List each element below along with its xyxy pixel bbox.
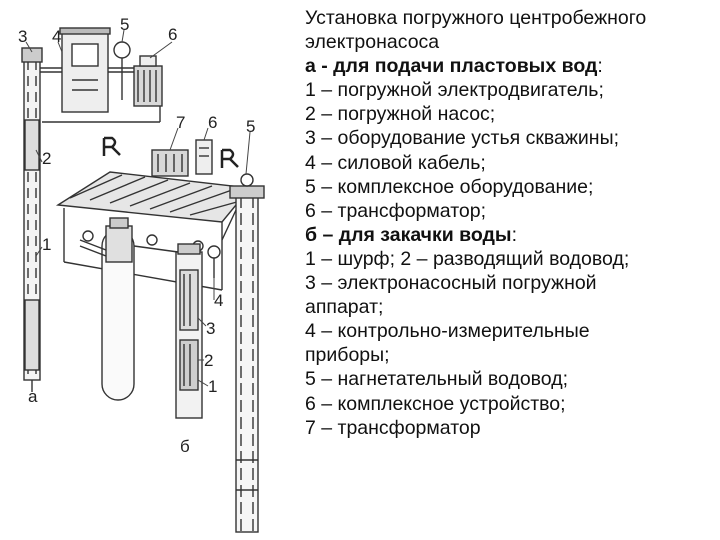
b-item: 5 – нагнетательный водовод; <box>305 368 569 391</box>
b-item: 4 – контрольно-измерительные <box>305 320 590 343</box>
section-a-colon: : <box>597 55 603 78</box>
label-a-letter: а <box>28 387 38 406</box>
injection-well <box>229 173 265 533</box>
label-b-4: 4 <box>214 291 223 310</box>
gauge-a <box>113 41 131 100</box>
section-b-colon: : <box>511 223 518 246</box>
pump-installation-diagram: 3 4 5 6 2 1 а 7 6 5 4 3 2 1 б <box>18 15 265 533</box>
label-a-2: 2 <box>42 149 51 168</box>
section-b-label: б – для закачки воды <box>305 223 512 246</box>
label-b-1: 1 <box>208 377 217 396</box>
instruments-b <box>207 245 221 278</box>
b-item: 1 – шурф; 2 – разводящий водовод; <box>305 247 630 270</box>
caption-title-line2: электронасоса <box>305 31 440 54</box>
label-b-5: 5 <box>246 117 255 136</box>
transformer-b <box>151 149 189 177</box>
label-a-5: 5 <box>120 15 129 34</box>
section-a-heading: а - для подачи пластовых вод: <box>305 54 720 78</box>
b-item: 7 – трансформатор <box>305 416 481 439</box>
label-a-6: 6 <box>168 25 177 44</box>
a-item: 4 – силовой кабель; <box>305 151 486 174</box>
pressure-arrow-a <box>102 136 121 156</box>
a-item: 1 – погружной электродвигатель; <box>305 79 604 102</box>
b-item: приборы; <box>305 344 390 367</box>
label-a-3: 3 <box>18 27 27 46</box>
b-item: аппарат; <box>305 296 384 319</box>
a-item: 5 – комплексное оборудование; <box>305 175 594 198</box>
control-station-a <box>59 27 111 113</box>
label-b-7: 7 <box>176 113 185 132</box>
label-b-letter: б <box>180 437 190 456</box>
a-item: 2 – погружной насос; <box>305 103 496 126</box>
b-item: 3 – электронасосный погружной <box>305 272 597 295</box>
label-b-6: 6 <box>208 113 217 132</box>
a-item: 3 – оборудование устья скважины; <box>305 127 619 150</box>
figure-caption: Установка погружного центробежного элект… <box>305 6 720 536</box>
label-b-2: 2 <box>204 351 213 370</box>
b-item: 6 – комплексное устройство; <box>305 392 566 415</box>
label-a-4: 4 <box>52 27 61 46</box>
pit-shaft <box>101 217 135 401</box>
label-a-1: 1 <box>42 235 51 254</box>
well-column-a <box>21 47 43 392</box>
section-a-label: а - для подачи пластовых вод <box>305 55 598 78</box>
submersible-unit-b <box>175 243 203 419</box>
label-b-3: 3 <box>206 319 215 338</box>
pressure-arrow-b <box>220 148 239 168</box>
transformer-a <box>133 55 163 107</box>
pump-house-roof <box>55 171 252 223</box>
complex-device-b <box>195 139 213 175</box>
section-b-heading: б – для закачки воды: <box>305 223 720 247</box>
caption-title-line1: Установка погружного центробежного <box>305 7 647 29</box>
a-item: 6 – трансформатор; <box>305 199 487 222</box>
